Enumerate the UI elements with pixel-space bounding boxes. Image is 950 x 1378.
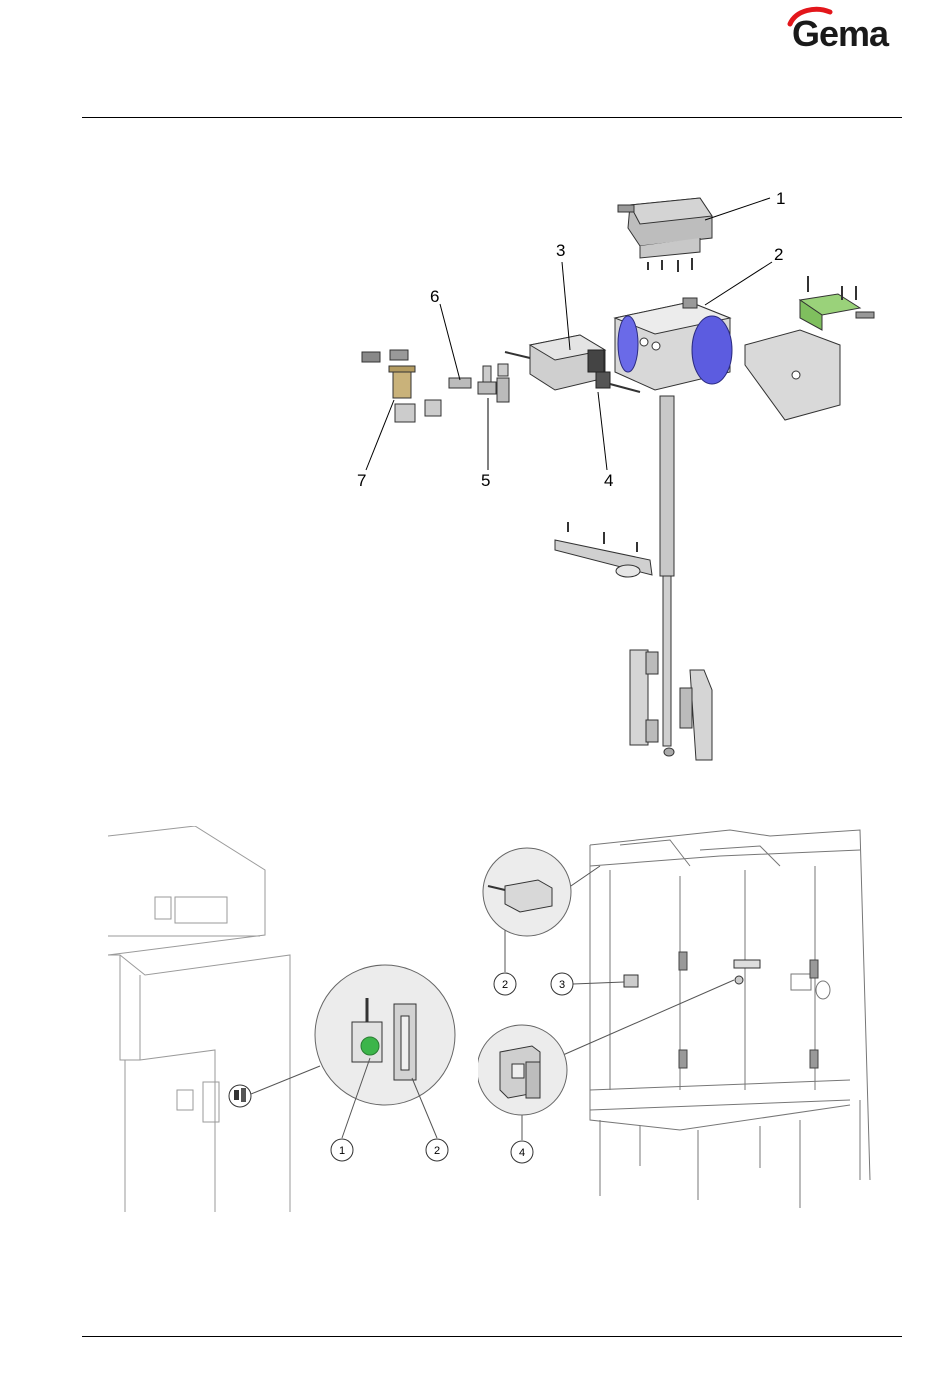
- booth-front-drawing: 2 3 4: [478, 826, 878, 1216]
- callout-6: 6: [430, 287, 439, 306]
- part-2-actuator: [615, 298, 732, 390]
- booth-side-outline: [108, 826, 290, 1212]
- bracket-with-sensor: [745, 276, 874, 420]
- callout-4: 4: [604, 471, 613, 490]
- callout-3: 3: [556, 241, 565, 260]
- part-5-fittings: [478, 364, 509, 402]
- gema-logo: Gema: [786, 6, 906, 52]
- detail-callout-1: 1: [339, 1145, 345, 1157]
- detail-callout-2: 2: [434, 1145, 440, 1157]
- hinge-detail-circle: [478, 1025, 567, 1115]
- callout-7: 7: [357, 471, 366, 490]
- header-rule: [82, 117, 902, 118]
- footer-rule: [82, 1336, 902, 1337]
- part-7-silencer: [362, 350, 441, 422]
- sensor-detail-circle: [483, 848, 571, 936]
- hinge-markers: [679, 952, 818, 1068]
- callout-5: 5: [481, 471, 490, 490]
- callout-2: 2: [774, 245, 783, 264]
- mounting-plate: [555, 522, 652, 577]
- part-3-marker: [624, 975, 638, 987]
- switch-location-marker: [229, 1085, 251, 1107]
- lock-bracket: [734, 960, 760, 984]
- part-1-switch-box: [618, 198, 712, 272]
- booth-door-switch-drawing: 1 2: [108, 826, 464, 1214]
- exploded-parts-drawing: 1 2 3 4 5 6 7: [330, 180, 910, 770]
- door-switch-detail-circle: [315, 965, 455, 1105]
- booth-frame: [590, 830, 870, 1208]
- right-callout-3: 3: [559, 979, 565, 991]
- right-callout-2: 2: [502, 979, 508, 991]
- right-callout-4: 4: [519, 1147, 525, 1159]
- part-3-valve: [505, 335, 605, 390]
- shaft: [660, 396, 674, 746]
- callout-1: 1: [776, 189, 785, 208]
- logo-wordmark: Gema: [792, 13, 890, 52]
